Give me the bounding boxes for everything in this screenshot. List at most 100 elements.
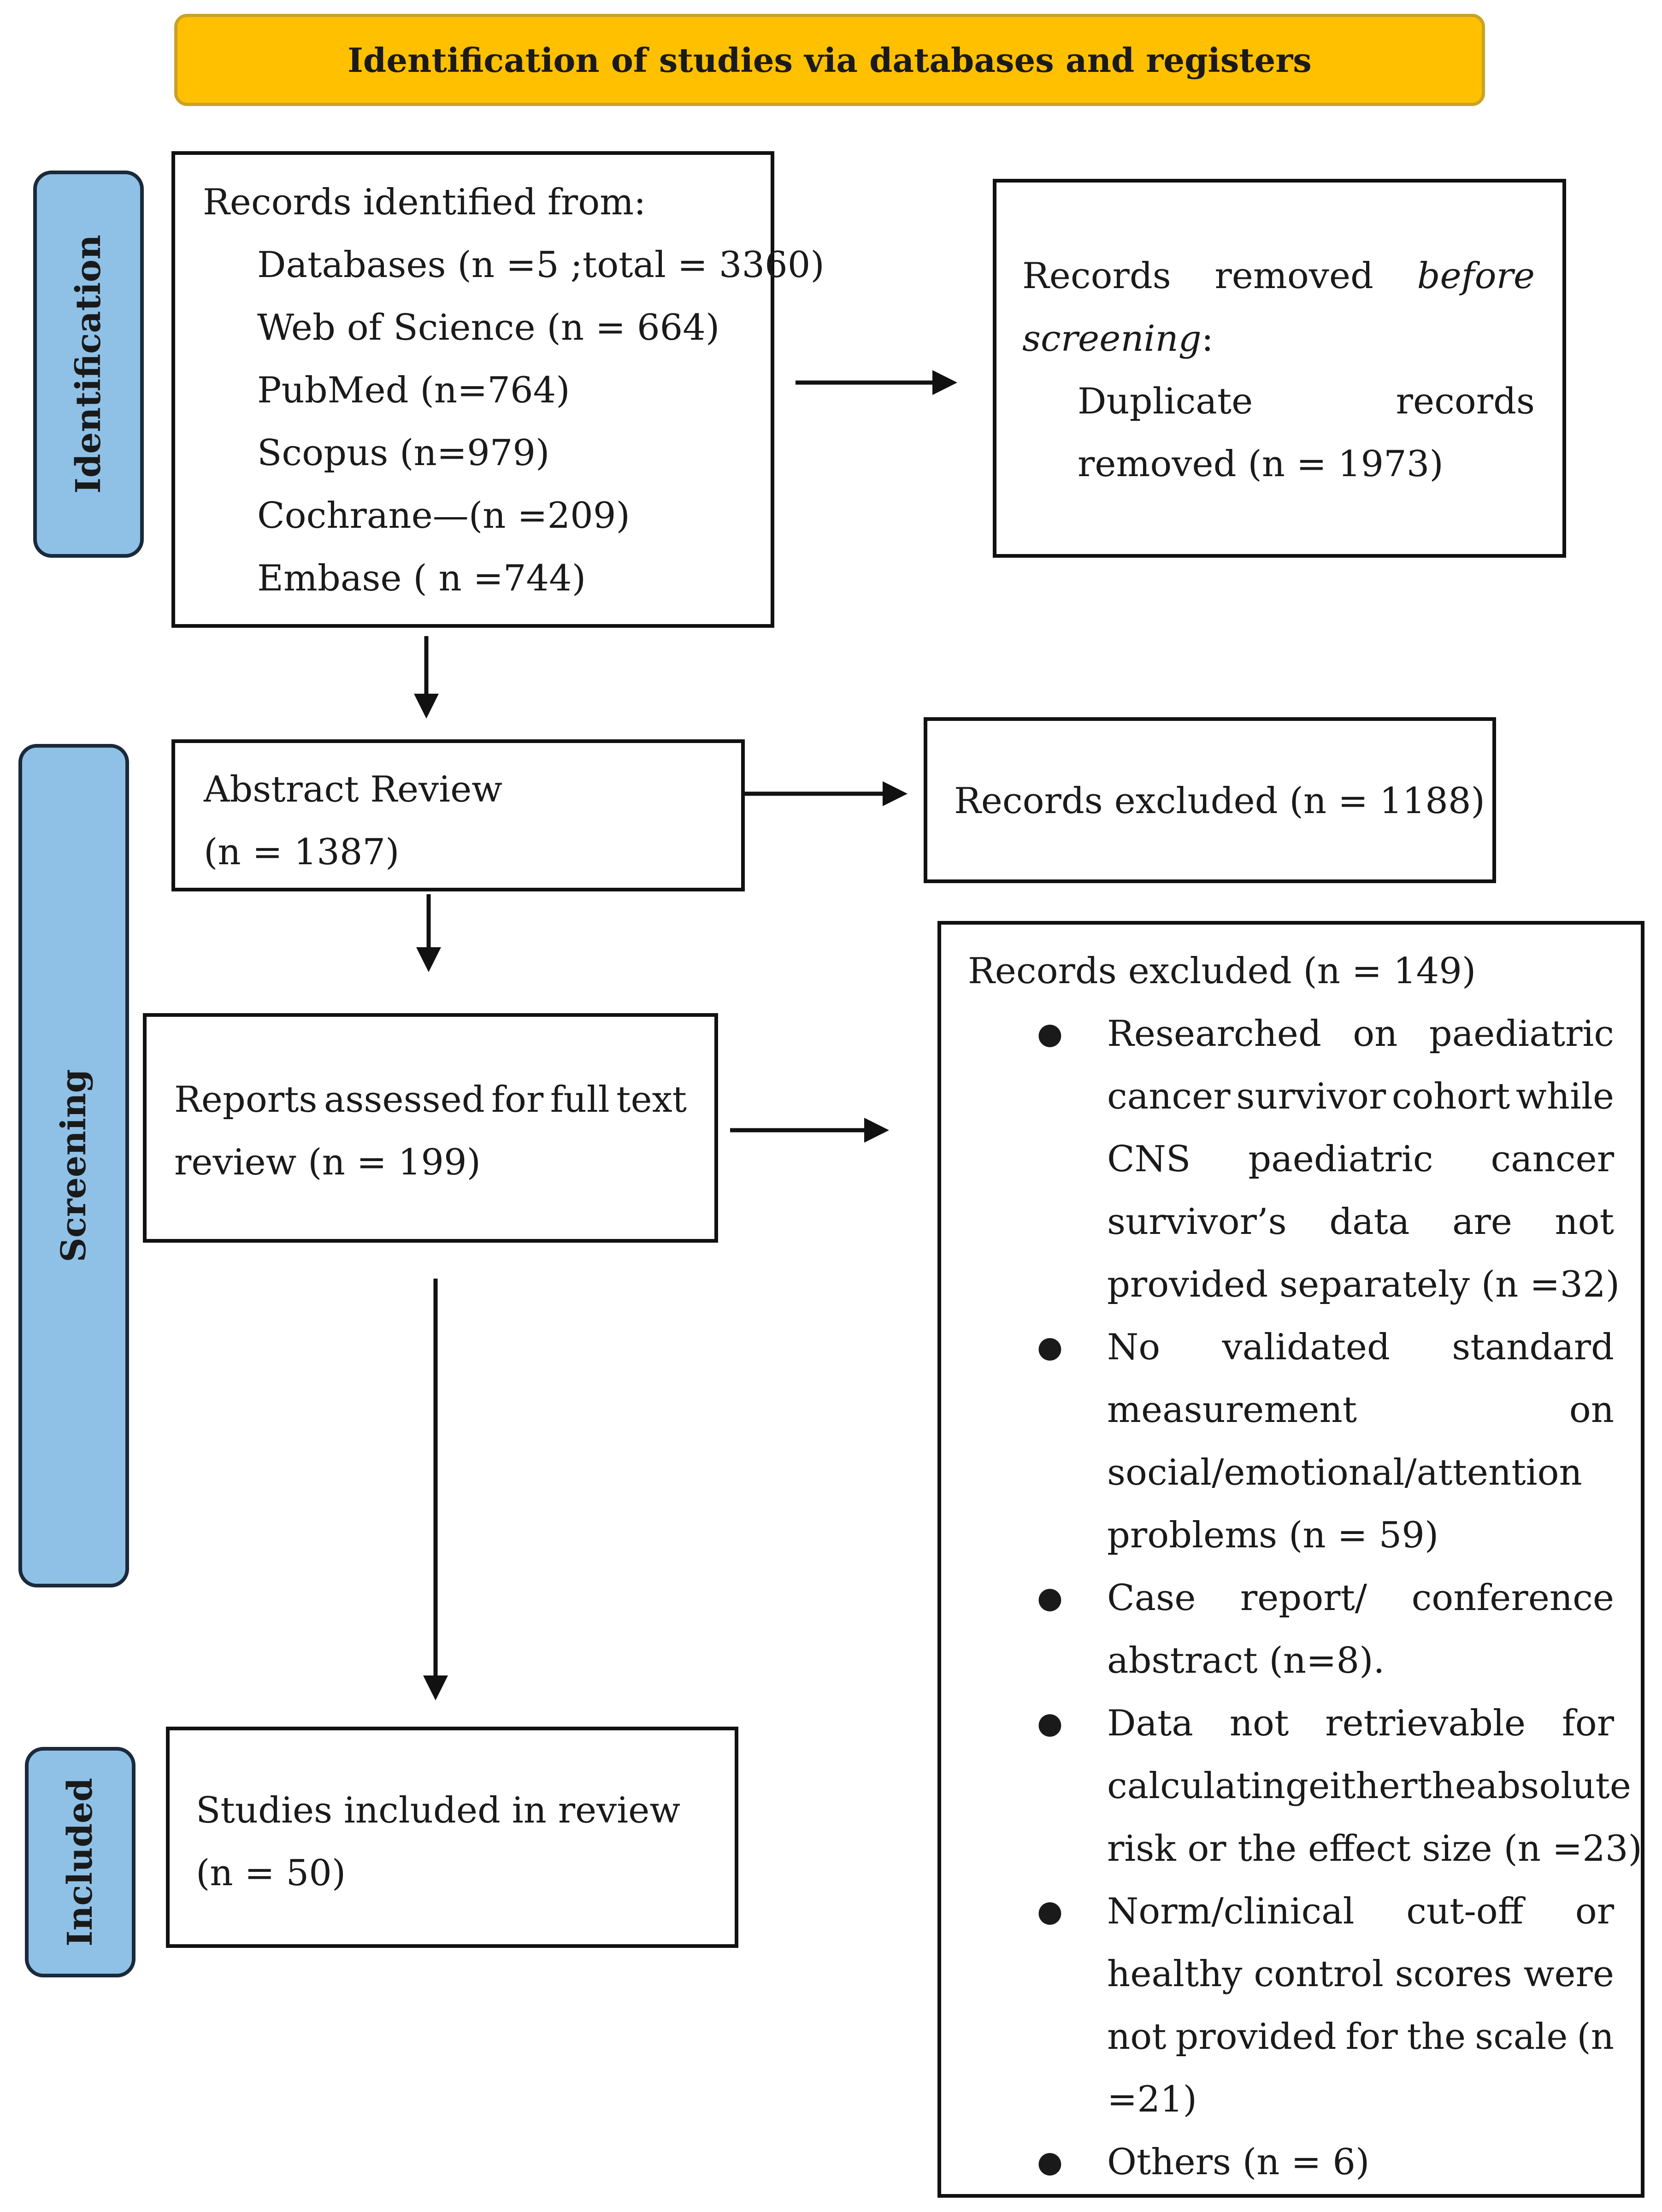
full-text-word: assessed: [324, 1079, 485, 1121]
stage-screening: Screening: [18, 744, 129, 1587]
word: control: [1254, 1953, 1384, 1995]
removed-word-italic: before: [1417, 255, 1535, 297]
word: Researched: [1107, 1013, 1321, 1055]
word: Case: [1107, 1577, 1196, 1619]
exclusion-1-line-2: cancer survivor cohort while: [1107, 1065, 1614, 1128]
records-identified-heading: Records identified from:: [203, 182, 646, 223]
removed-line-2: screening:: [1022, 307, 1214, 370]
studies-included-title: Studies included in review: [196, 1790, 681, 1831]
full-text-word: text: [616, 1079, 687, 1121]
studies-included-count: (n = 50): [196, 1852, 346, 1894]
removed-word: Duplicate: [1078, 381, 1253, 422]
word: not: [1555, 1201, 1614, 1243]
exclusion-5-line-4: =21): [1107, 2079, 1197, 2120]
full-text-review-line-2: review (n = 199): [174, 1142, 481, 1183]
exclusion-5-line-1: Norm/clinical cut-off or: [1107, 1880, 1614, 1943]
exclusion-1-line-1: Researched on paediatric: [1107, 1003, 1614, 1065]
word: not: [1229, 1703, 1289, 1744]
exclusion-1-line-3: CNS paediatric cancer: [1107, 1128, 1614, 1191]
records-excluded-fulltext-heading: Records excluded (n = 149): [968, 950, 1476, 992]
word: are: [1452, 1201, 1512, 1243]
exclusion-4-line-3: risk or the effect size (n =23): [1107, 1828, 1642, 1870]
word: or: [1575, 1891, 1614, 1932]
removed-line-3: Duplicate records: [1078, 370, 1535, 433]
removed-word: Records: [1022, 255, 1171, 297]
stage-included: Included: [25, 1747, 136, 1977]
full-text-word: full: [550, 1079, 610, 1121]
studies-included-box: [166, 1727, 738, 1948]
records-excluded-abstract-text: Records excluded (n = 1188): [954, 780, 1485, 822]
exclusion-1-line-5: provided separately (n =32): [1107, 1264, 1620, 1305]
word: (n: [1577, 2016, 1614, 2058]
word: cancer: [1107, 1076, 1231, 1117]
word: Norm/clinical: [1107, 1891, 1355, 1932]
source-pubmed: PubMed (n=764): [257, 370, 570, 411]
removed-word: records: [1396, 381, 1535, 422]
exclusion-3-line-2: abstract (n=8).: [1107, 1640, 1385, 1681]
bullet-icon: ●: [1037, 1706, 1063, 1740]
abstract-review-title: Abstract Review: [204, 769, 503, 810]
word: not: [1107, 2016, 1167, 2058]
bullet-icon: ●: [1037, 1017, 1063, 1051]
word: provided: [1175, 2016, 1337, 2058]
removed-colon: :: [1201, 318, 1214, 360]
word: retrievable: [1325, 1703, 1526, 1744]
word: healthy: [1107, 1953, 1243, 1995]
exclusion-5-line-3: not provided for the scale (n: [1107, 2006, 1614, 2068]
removed-line-1: Records removed before: [1022, 245, 1535, 307]
source-cochrane: Cochrane—(n =209): [257, 495, 630, 537]
word: measurement: [1107, 1389, 1357, 1431]
full-text-word: Reports: [174, 1079, 318, 1121]
word: on: [1569, 1389, 1614, 1431]
word: validated: [1222, 1327, 1390, 1368]
word: while: [1515, 1076, 1614, 1117]
full-text-review-box: [143, 1013, 718, 1243]
records-excluded-fulltext-box: [937, 921, 1644, 2198]
word: either: [1308, 1765, 1418, 1807]
removed-word-italic: screening: [1022, 318, 1202, 360]
word: cut-off: [1406, 1891, 1524, 1932]
exclusion-4-line-1: Data not retrievable for: [1107, 1692, 1614, 1755]
word: for: [1562, 1703, 1614, 1744]
removed-before-screening-box: [993, 179, 1566, 558]
exclusion-2-line-4: problems (n = 59): [1107, 1515, 1439, 1556]
word: for: [1345, 2016, 1398, 2058]
source-embase: Embase ( n =744): [257, 558, 586, 599]
bullet-icon: ●: [1037, 1330, 1063, 1364]
bullet-icon: ●: [1037, 2145, 1063, 2179]
word: calculating: [1107, 1765, 1308, 1807]
removed-line-4: removed (n = 1973): [1078, 443, 1444, 485]
bullet-icon: ●: [1037, 1894, 1063, 1929]
word: cohort: [1391, 1076, 1510, 1117]
full-text-review-line-1: Reports assessed for full text: [174, 1068, 687, 1131]
word: No: [1107, 1327, 1161, 1368]
source-web-of-science: Web of Science (n = 664): [257, 307, 720, 348]
word: cancer: [1491, 1138, 1614, 1180]
exclusion-4-line-2: calculating either the absolute: [1107, 1755, 1631, 1817]
exclusion-5-line-2: healthy control scores were: [1107, 1943, 1614, 2006]
word: the: [1407, 2016, 1466, 2058]
removed-word: removed: [1214, 255, 1373, 297]
exclusion-2-line-3: social/emotional/attention: [1107, 1452, 1582, 1493]
source-databases: Databases (n =5 ;total = 3360): [257, 244, 825, 286]
abstract-review-count: (n = 1387): [204, 832, 400, 873]
header-title: Identification of studies via databases …: [348, 40, 1312, 80]
exclusion-2-line-1: No validated standard: [1107, 1316, 1614, 1379]
word: conference: [1411, 1577, 1614, 1619]
exclusion-1-line-4: survivor’s data are not: [1107, 1191, 1614, 1253]
records-excluded-abstract-box: [924, 717, 1496, 883]
word: on: [1353, 1013, 1398, 1055]
word: survivor’s: [1107, 1201, 1287, 1243]
word: data: [1329, 1201, 1410, 1243]
word: scale: [1475, 2016, 1568, 2058]
word: paediatric: [1248, 1138, 1433, 1180]
word: survivor: [1236, 1076, 1386, 1117]
word: scores: [1395, 1953, 1512, 1995]
exclusion-3-line-1: Case report/ conference: [1107, 1567, 1614, 1629]
word: standard: [1452, 1327, 1614, 1368]
abstract-review-box: [171, 739, 745, 891]
word: paediatric: [1429, 1013, 1614, 1055]
word: CNS: [1107, 1138, 1191, 1180]
